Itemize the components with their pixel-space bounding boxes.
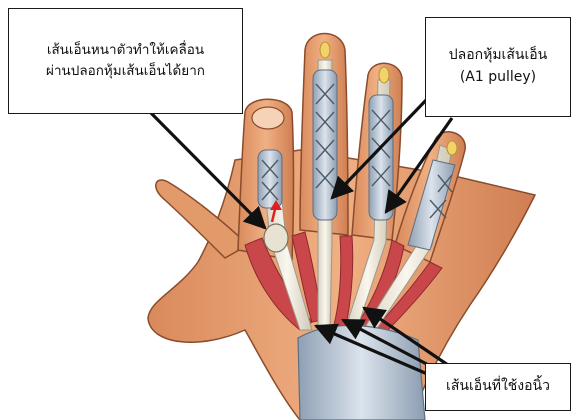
label-thickened-tendon-line2: ผ่านปลอกหุ้มเส้นเอ็นได้ยาก [46, 61, 205, 82]
fingernail-icon [252, 107, 284, 129]
label-thickened-tendon: เส้นเอ็นหนาตัวทำให้เคลื่อน ผ่านปลอกหุ้มเ… [8, 8, 243, 114]
label-tendon-sheath: ปลอกหุ้มเส้นเอ็น (A1 pulley) [425, 17, 571, 117]
label-flexor-tendon-text: เส้นเอ็นที่ใช้งอนิ้ว [446, 376, 550, 398]
label-thickened-tendon-line1: เส้นเอ็นหนาตัวทำให้เคลื่อน [47, 40, 204, 61]
label-tendon-sheath-line2: (A1 pulley) [460, 67, 536, 89]
label-tendon-sheath-line1: ปลอกหุ้มเส้นเอ็น [449, 45, 547, 67]
forearm-sleeve [298, 325, 425, 420]
label-flexor-tendon: เส้นเอ็นที่ใช้งอนิ้ว [425, 363, 571, 411]
